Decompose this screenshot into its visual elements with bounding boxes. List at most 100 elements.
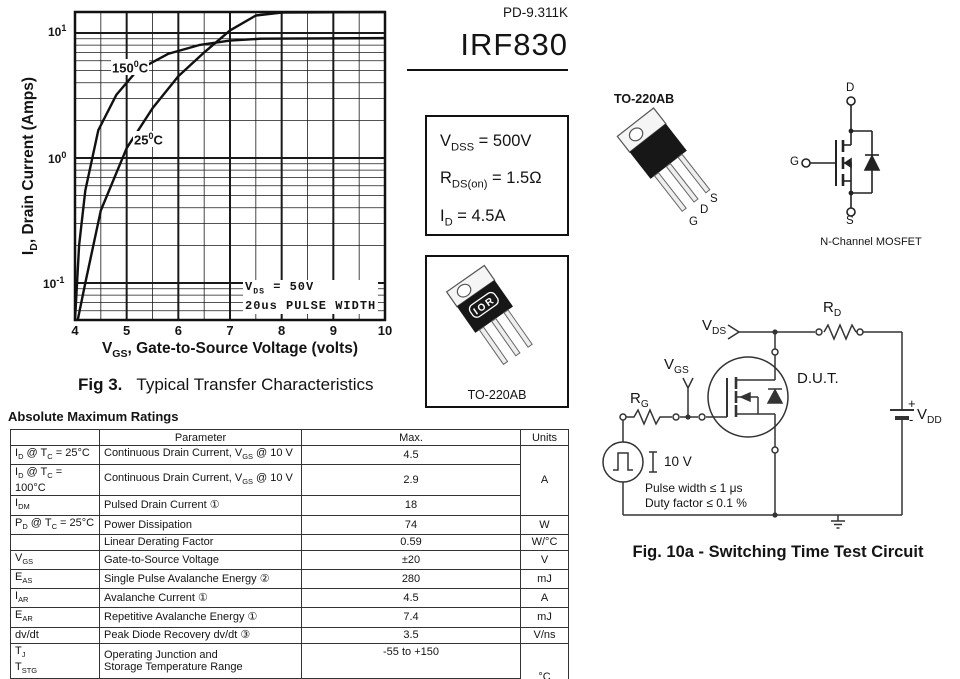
fig3-caption-number: Fig 3. [78,375,123,394]
label-rd: RD [823,299,842,319]
cell-max: 74 [301,514,521,535]
x-axis-label: VGS, Gate-to-Source Voltage (volts) [101,340,359,361]
cell-max: 2.9 [301,464,521,497]
y-tick-label: 101 [48,23,67,39]
table-row: ID @ TC = 100°C Continuous Drain Current… [10,464,569,497]
curve-label-25c: 250C [133,131,164,148]
header-rule [407,69,568,71]
cell-max: ±20 [301,549,521,570]
spec-rdson: RDS(on) = 1.5Ω [440,169,542,191]
x-tick-label: 7 [226,323,234,338]
package-lead [478,326,509,366]
cell-max: 7.4 [301,607,521,628]
rd-resistor [823,323,857,341]
package-body [456,280,513,333]
cell-symbol: VGS [10,549,100,570]
mounting-hole [456,283,472,298]
cell-symbol: EAR [10,607,100,628]
label-rg: RG [630,390,649,410]
mounting-hole [628,127,644,142]
cell-symbol: PD @ TC = 25°C [10,514,100,535]
x-tick-label: 5 [123,323,131,338]
table-heading: Absolute Maximum Ratings [8,409,179,424]
vds-probe-arrow [727,324,740,340]
cell-parameter: Power Dissipation [99,514,302,535]
annotation-pulse-width: 20us PULSE WIDTH [245,299,377,314]
package-lead [490,317,521,357]
symbol-pin-g: G [790,156,799,168]
cell-symbol: dv/dt [10,626,100,644]
fig10a-caption: Fig. 10a - Switching Time Test Circuit [632,543,924,561]
cell-parameter: Continuous Drain Current, VGS @ 10 V [99,464,302,497]
pulse-generator [602,441,644,483]
label-vds: VDS [702,317,727,337]
label-duty-factor: Duty factor ≤ 0.1 % [645,496,747,510]
y-tick-label: 100 [48,150,67,166]
to220-package-image: IOR [445,264,533,366]
channel-arrow [739,391,751,403]
fig3-caption-text: Typical Transfer Characteristics [136,375,374,394]
cell-max: 18 [301,495,521,516]
label-dut: D.U.T. [797,370,839,387]
spec-id: ID = 4.5A [440,206,506,228]
package-lead [503,309,533,348]
to220-package-drawing [616,107,711,212]
table-row: IDM Pulsed Drain Current ① 18 [10,495,569,516]
body-diode [863,154,881,171]
spec-vdss: VDSS = 500V [440,132,532,154]
vgs-probe-arrow [682,377,694,389]
absolute-maximum-ratings-table: Parameter Max. Units ID @ TC = 25°C Cont… [10,429,569,679]
table-row: EAS Single Pulse Avalanche Energy ② 280 … [10,568,569,590]
col-header-parameter: Parameter [99,429,302,446]
pin-label-s: S [710,193,718,205]
cell-units: °C [520,642,569,679]
switching-test-circuit [602,323,914,529]
x-tick-label: 6 [174,323,182,338]
cell-units: V/ns [520,626,569,644]
rg-resistor [628,408,668,426]
cell-max: 0.59 [301,533,521,551]
cell-symbol: ID @ TC = 25°C [10,444,100,466]
cell-units: mJ [520,607,569,628]
label-minus: - [909,412,914,427]
col-header-max: Max. [301,429,521,446]
package-lead [665,162,699,203]
plot-frame [73,10,387,322]
pulse-waveform-glyph [613,452,633,471]
label-vdd: VDD [917,406,942,426]
package-image-box [425,255,569,408]
pin-label-g: G [689,216,698,228]
cell-parameter: Gate-to-Source Voltage [99,549,302,570]
cell-units: W/°C [520,533,569,551]
cell-units: A [520,445,569,516]
curve-label-150c: 1500C [111,59,150,76]
label-plus: + [908,396,916,411]
amplitude-bracket [649,451,657,473]
cell-parameter: Linear Derating Factor [99,533,302,551]
cell-symbol: IAR [10,588,100,609]
cell-symbol: ID @ TC = 100°C [10,464,100,497]
col-header-symbol [10,429,100,446]
package-top-label: TO-220AB [614,92,675,106]
table-row: VGS Gate-to-Source Voltage ±20 V [10,549,569,570]
cell-parameter: Peak Diode Recovery dv/dt ③ [99,626,302,644]
cell-units: V [520,549,569,570]
cell-units: mJ [520,568,569,590]
cell-parameter: Repetitive Avalanche Energy ① [99,607,302,628]
part-number-title: IRF830 [460,27,568,62]
label-pulse-width: Pulse width ≤ 1 μs [645,481,743,495]
package-lead [653,172,687,212]
cell-max: -55 to +150 [301,642,521,679]
cell-max: 4.5 [301,444,521,466]
package-body [629,123,687,179]
x-tick-label: 8 [278,323,286,338]
cell-parameter: Pulsed Drain Current ① [99,495,302,516]
cell-max: 3.5 [301,626,521,644]
cell-units: A [520,588,569,609]
symbol-pin-d: D [846,82,855,94]
pin-label-d: D [700,204,709,216]
key-specs-box: VDSS = 500V RDS(on) = 1.5Ω ID = 4.5A [425,115,569,236]
